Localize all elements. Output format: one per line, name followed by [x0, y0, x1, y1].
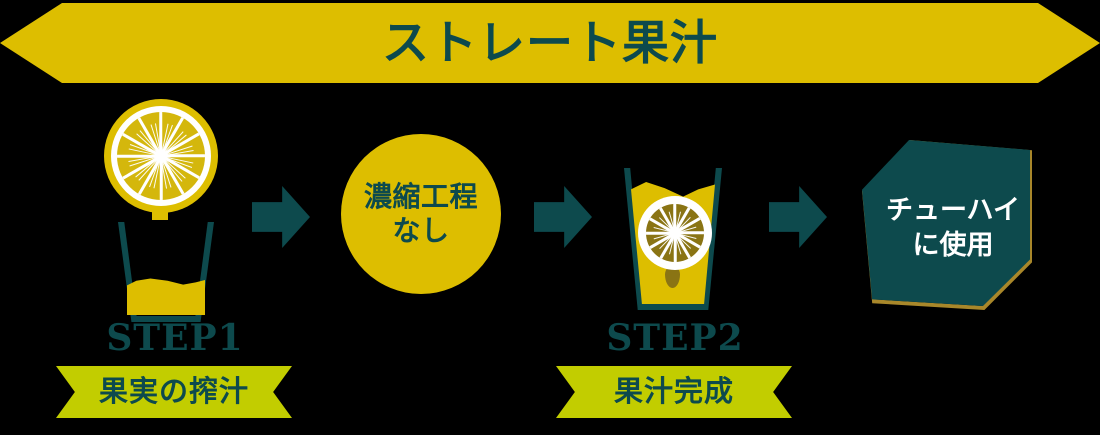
- no-concentration-badge: 濃縮工程 なし: [341, 134, 501, 294]
- chuhai-line1: チューハイ: [886, 194, 1020, 225]
- step2-label: STEP2: [606, 317, 744, 359]
- step2-caption-ribbon: 果汁完成: [556, 366, 792, 418]
- hexagon-fill: [862, 140, 1030, 306]
- header-banner: ストレート果汁: [0, 3, 1100, 83]
- lemon-core: [670, 228, 680, 238]
- arrow-middle-to-step2-icon: [534, 186, 592, 248]
- page-title: ストレート果汁: [382, 15, 718, 71]
- no-concentration-line2: なし: [392, 215, 450, 246]
- lemon-slice-icon: [104, 99, 218, 213]
- lemon-flesh: [646, 204, 704, 262]
- empty-glass-icon: [118, 220, 214, 322]
- step1-caption-ribbon: 果実の搾汁: [56, 366, 292, 418]
- lemon-slice-in-glass-icon: [638, 196, 712, 270]
- chuhai-usage-text: チューハイ に使用: [862, 140, 1044, 316]
- lemon-flesh: [117, 112, 205, 200]
- arrow-step1-to-middle-icon: [252, 186, 310, 248]
- step1-label: STEP1: [106, 317, 244, 359]
- no-concentration-line1: 濃縮工程: [363, 180, 478, 212]
- step2-caption: 果汁完成: [613, 375, 734, 408]
- lemon-core: [155, 150, 167, 162]
- arrow-step2-to-final-icon: [769, 186, 827, 248]
- step1-caption: 果実の搾汁: [98, 375, 249, 408]
- chuhai-line2: に使用: [912, 230, 994, 260]
- juice-pool: [127, 278, 205, 315]
- chuhai-usage-badge: チューハイ に使用: [862, 140, 1044, 316]
